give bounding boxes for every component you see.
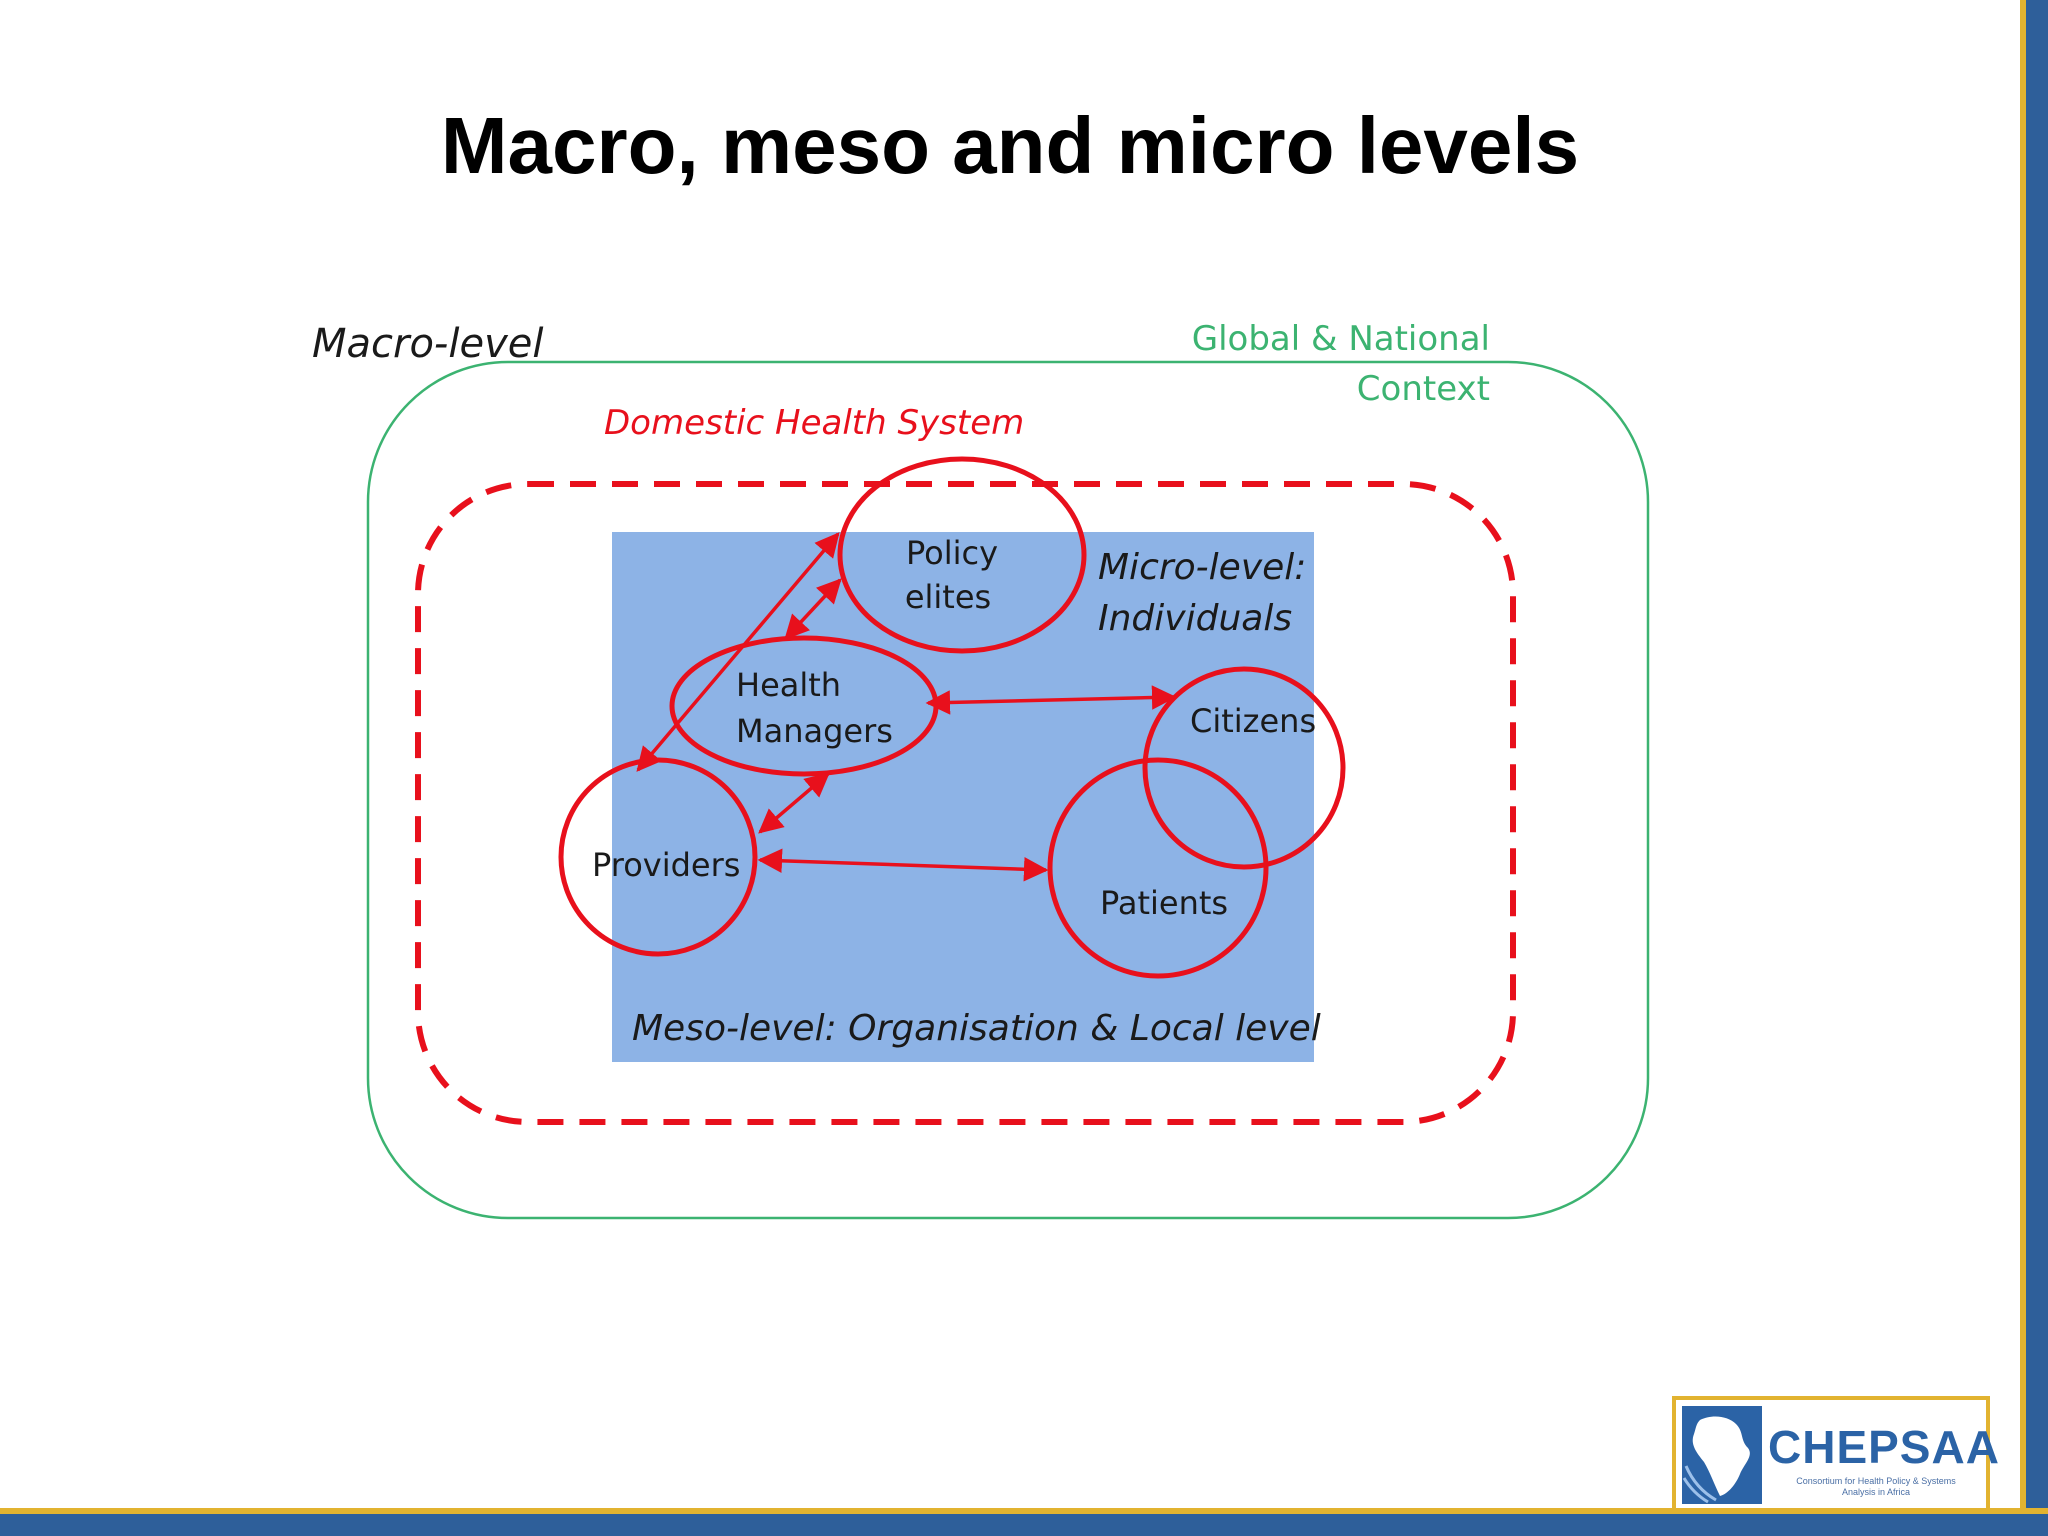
frame-bottom-gold-bar (0, 1508, 2048, 1514)
arrow-providers-managers (758, 772, 830, 834)
policy-elites-label-line2: elites (905, 578, 991, 616)
africa-globe-icon (1682, 1406, 1762, 1504)
health-managers-label-line2: Managers (736, 712, 893, 750)
domestic-health-system-label: Domestic Health System (604, 403, 1024, 443)
frame-right-blue-bar (2026, 0, 2048, 1536)
arrow-providers-policy-elites (636, 532, 840, 772)
health-managers-label-line1: Health (736, 666, 841, 704)
citizens-circle (1142, 666, 1346, 870)
macro-level-label: Macro-level (312, 321, 543, 367)
domestic-health-system-box (415, 481, 1516, 1125)
frame-bottom-blue-bar (0, 1514, 2048, 1536)
context-label-line1: Global & National (1192, 319, 1490, 359)
logo-name: CHEPSAA (1768, 1421, 2000, 1473)
micro-level-label-line1: Micro-level: (1098, 547, 1306, 588)
context-label-line2: Context (1357, 369, 1490, 409)
slide-title: Macro, meso and micro levels (440, 101, 1580, 190)
patients-label: Patients (1100, 884, 1228, 922)
meso-level-label: Meso-level: Organisation & Local level (632, 1008, 1321, 1049)
frame-right-gold-bar (2020, 0, 2026, 1536)
logo-subtitle: Consortium for Health Policy & Systems A… (1796, 1476, 1956, 1497)
macro-context-box (366, 360, 1650, 1220)
arrow-managers-citizens (925, 685, 1177, 715)
patients-circle (1047, 757, 1269, 979)
chepsaa-logo: CHEPSAA Consortium for Health Policy & S… (1672, 1396, 1999, 1512)
arrow-providers-patients (757, 848, 1049, 882)
micro-level-label-line2: Individuals (1098, 598, 1292, 639)
policy-elites-circle (837, 456, 1087, 654)
policy-elites-label-line1: Policy (906, 534, 998, 572)
providers-label: Providers (592, 846, 740, 884)
citizens-label: Citizens (1190, 702, 1316, 740)
arrow-managers-policy-elites (784, 578, 842, 640)
